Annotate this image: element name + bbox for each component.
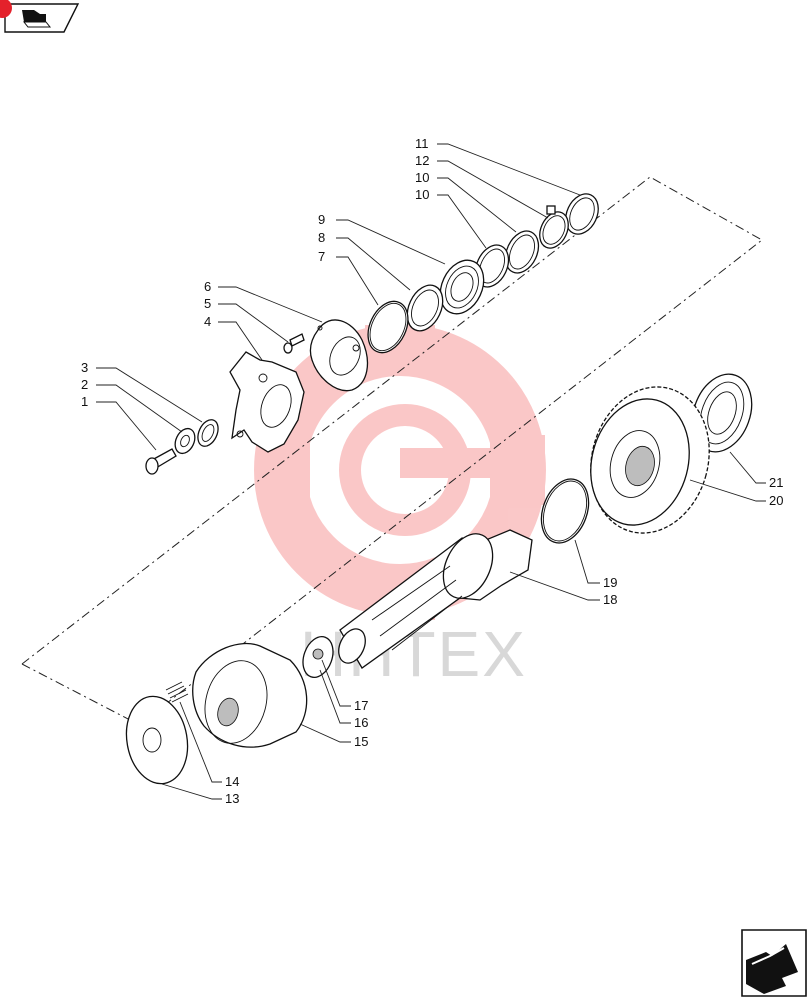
callout-19: 19 [603,575,617,590]
callout-1: 1 [81,394,88,409]
leader-lines [96,143,766,800]
part-19-o-ring [540,478,590,544]
part-1-bolt [145,448,177,475]
callout-18: 18 [603,592,617,607]
part-18-shaft [338,529,533,669]
part-10-ring-a [504,230,540,274]
callout-13: 13 [225,791,239,806]
callout-3: 3 [81,360,88,375]
part-9-bearing [439,259,485,315]
callout-16: 16 [354,715,368,730]
callout-20: 20 [769,493,783,508]
callout-12: 11 [415,136,429,151]
assembly-boundary-line [21,176,763,725]
part-11-snap-ring [539,205,569,249]
part-6-cover [309,319,369,392]
callout-labels: 11 12 10 10 9 8 7 6 5 4 3 2 1 13 14 15 1… [81,136,783,806]
part-8-ring [406,284,444,332]
callout-9: 9 [318,212,325,227]
callout-2: 2 [81,377,88,392]
part-12-ring [565,193,599,235]
callout-4: 4 [204,314,211,329]
callout-5: 5 [204,296,211,311]
part-13-disc [125,695,189,785]
callout-8: 8 [318,230,325,245]
part-14-spring [165,681,189,703]
next-page-arrow-icon[interactable] [741,929,807,997]
part-3-washer [197,419,219,447]
part-4-yoke [229,351,305,453]
callout-6: 6 [204,279,211,294]
callout-11: 12 [415,153,429,168]
book-arrow-icon[interactable] [0,0,80,33]
callout-10a: 10 [415,170,429,185]
part-17-plug [312,648,324,660]
callout-17: 17 [354,698,368,713]
part-15-carrier [192,642,308,748]
part-20-gear [590,386,710,534]
watermark-gear-logo [254,324,546,620]
callout-14: 14 [225,774,239,789]
callout-10b: 10 [415,187,429,202]
part-5-screw [283,333,305,354]
callout-7: 7 [318,249,325,264]
callout-15: 15 [354,734,368,749]
part-2-washer [174,427,196,455]
part-7-o-ring [367,300,409,354]
callout-21: 21 [769,475,783,490]
